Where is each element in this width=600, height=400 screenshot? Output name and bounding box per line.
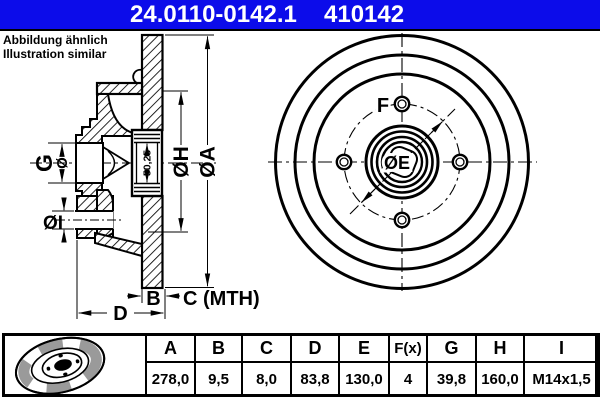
col-g-value: 39,8 (426, 361, 477, 397)
note-line-en: Illustration similar (3, 47, 107, 61)
col-c-value: 8,0 (241, 361, 292, 397)
header-bar: 24.0110-0142.1 410142 (0, 0, 600, 31)
e-dimension: ØE (349, 108, 456, 215)
outer-edge-circle (274, 34, 530, 290)
col-d-value: 83,8 (290, 361, 340, 397)
f-label: F (377, 95, 389, 117)
bore-dimension: 50,25 (142, 143, 154, 183)
hat-edge-circle (312, 72, 492, 252)
spindle-nose (75, 142, 104, 184)
h-dimension: ØH (148, 90, 193, 233)
col-e-value: 130,0 (338, 361, 390, 397)
g-label: G (31, 154, 57, 172)
front-view: ØE F (268, 33, 537, 291)
g-diameter-symbol: Ø (54, 157, 71, 169)
hub-ring-4 (380, 140, 424, 184)
disc-ring-upper (140, 33, 164, 132)
table-header-row: A B C D E F(x) G H I (145, 333, 600, 363)
dimension-table: A B C D E F(x) G H I 278,0 9,5 8,0 83,8 … (145, 333, 600, 397)
bolt-hole-right (451, 153, 469, 171)
hub-ring-2 (370, 130, 434, 194)
a-label: ØA (197, 146, 220, 178)
col-h-header: H (475, 333, 525, 363)
hub-ring-3 (375, 135, 429, 189)
b-dimension: B C (MTH) (127, 288, 260, 319)
d-dimension: D (76, 240, 164, 325)
note-line-de: Abbildung ähnlich (3, 33, 108, 47)
grease-cap-arc (107, 150, 116, 176)
col-f-header: F(x) (388, 333, 428, 363)
table-value-row: 278,0 9,5 8,0 83,8 130,0 4 39,8 160,0 M1… (145, 361, 600, 397)
bolt-hole-bottom (393, 211, 411, 229)
d-label: D (113, 303, 127, 325)
col-a-header: A (145, 333, 196, 363)
bore-diameter-label: 50,25 (142, 150, 154, 176)
grease-cap (102, 146, 131, 180)
brake-disc-icon (14, 336, 106, 394)
friction-surface-circle (293, 53, 511, 271)
i-label: ØI (43, 213, 63, 234)
col-e-header: E (338, 333, 390, 363)
col-i-header: I (523, 333, 600, 363)
col-b-header: B (194, 333, 243, 363)
bolt-hole-top (393, 95, 411, 113)
g-dimension: Ø G (31, 142, 75, 184)
hat-top-wall (95, 81, 144, 96)
similarity-note: Abbildung ähnlich Illustration similar (3, 33, 108, 61)
col-f-value: 4 (388, 361, 428, 397)
hub-wall-upper (75, 93, 134, 144)
b-label: B (146, 288, 160, 310)
a-dimension: ØA (165, 34, 220, 288)
part-number: 24.0110-0142.1 (130, 1, 297, 28)
e-label: ØE (384, 153, 410, 173)
col-c-header: C (241, 333, 292, 363)
bolt-hole-left (335, 153, 353, 171)
disc-ring-lower (140, 194, 164, 290)
hat-bottom-wall (94, 231, 143, 258)
col-h-value: 160,0 (475, 361, 525, 397)
h-label: ØH (170, 146, 193, 178)
reference-number: 410142 (324, 1, 405, 28)
hat-fillet (132, 68, 143, 84)
section-view: 50,25 Ø G ØI (30, 33, 260, 325)
col-d-header: D (290, 333, 340, 363)
col-g-header: G (426, 333, 477, 363)
c-mth-label: C (MTH) (183, 288, 260, 310)
col-b-value: 9,5 (194, 361, 243, 397)
i-dimension: ØI (43, 197, 74, 243)
col-i-value: M14x1,5 (523, 361, 600, 397)
bearing-bore (130, 128, 164, 198)
col-a-value: 278,0 (145, 361, 196, 397)
